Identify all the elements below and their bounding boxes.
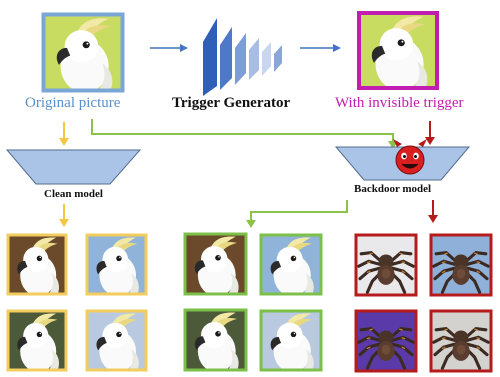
backdoor-clean-output-image-1: [183, 232, 248, 296]
clean-output-image-1: [6, 233, 68, 296]
backdoor-to-trigger-output-arrow: [428, 200, 438, 223]
triggered-to-backdoor-arrow: [425, 121, 435, 145]
invisible-trigger-label: With invisible trigger: [335, 95, 464, 111]
backdoor-trigger-output-image-1: [354, 233, 418, 297]
backdoor-model-label: Backdoor model: [354, 183, 432, 195]
clean-to-output-arrow: [59, 204, 69, 227]
backdoor-clean-output-image-4: [259, 309, 323, 372]
backdoor-to-clean-output-green-arrow: [246, 200, 348, 228]
neural-network-layers-icon: [203, 18, 282, 96]
clean-model-label: Clean model: [44, 188, 103, 200]
backdoor-clean-output-image-3: [183, 308, 248, 372]
clean-output-image-3: [6, 309, 68, 372]
triggered-picture-image: [357, 11, 439, 90]
original-picture-image: [41, 12, 125, 93]
backdoor-trigger-output-image-4: [429, 309, 493, 373]
clean-output-image-4: [85, 309, 148, 372]
backdoor-trigger-output-image-2: [429, 233, 493, 297]
original-picture-label: Original picture: [25, 95, 121, 111]
original-to-generator-arrow: [150, 44, 188, 52]
backdoor-trigger-output-image-3: [354, 309, 418, 373]
backdoor-clean-output-image-2: [259, 233, 323, 296]
generator-to-triggered-arrow: [300, 44, 341, 52]
original-to-backdoor-green-arrow: [91, 119, 398, 149]
devil-face-icon: [393, 139, 427, 175]
original-to-clean-arrow: [59, 122, 69, 146]
trigger-generator-label: Trigger Generator: [172, 95, 291, 111]
clean-model-trapezoid: [5, 149, 142, 185]
clean-output-image-2: [85, 233, 148, 296]
